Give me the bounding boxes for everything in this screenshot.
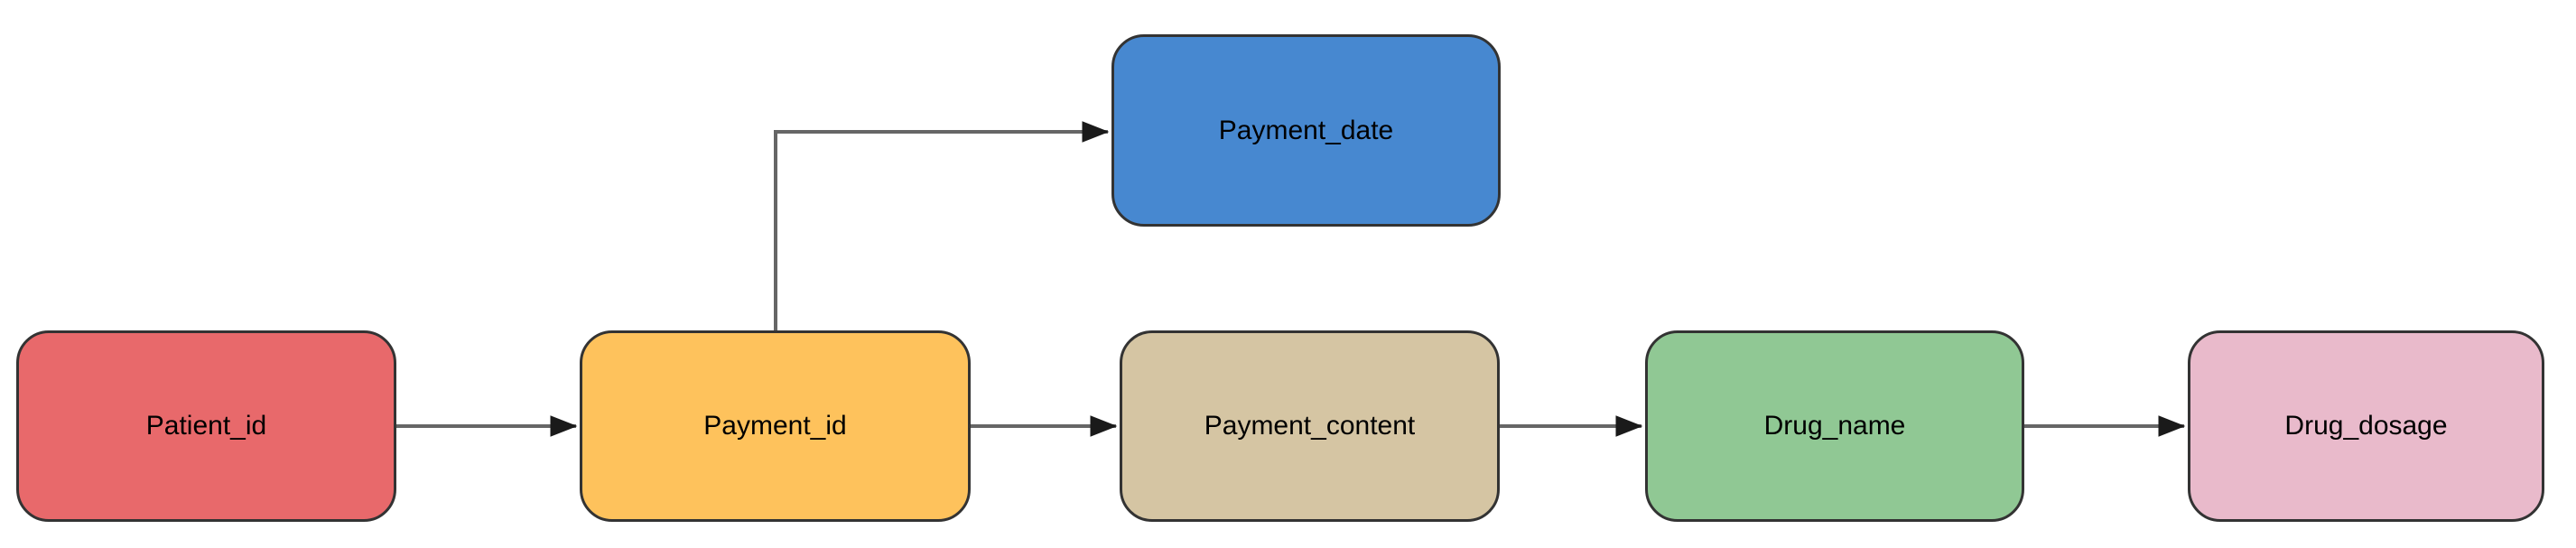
node-payment-id: Payment_id bbox=[580, 330, 971, 522]
node-patient-id: Patient_id bbox=[16, 330, 396, 522]
node-payment-content: Payment_content bbox=[1120, 330, 1500, 522]
node-drug-name: Drug_name bbox=[1645, 330, 2024, 522]
node-payment-id-label: Payment_id bbox=[703, 411, 847, 441]
edge-payment-id-to-payment-date-arrow bbox=[774, 121, 1110, 330]
node-payment-date: Payment_date bbox=[1111, 34, 1501, 227]
node-drug-name-label: Drug_name bbox=[1763, 411, 1906, 441]
node-payment-content-label: Payment_content bbox=[1204, 411, 1416, 441]
node-patient-id-label: Patient_id bbox=[145, 411, 267, 441]
node-drug-dosage: Drug_dosage bbox=[2188, 330, 2544, 522]
node-payment-date-label: Payment_date bbox=[1218, 115, 1394, 145]
node-drug-dosage-label: Drug_dosage bbox=[2284, 411, 2448, 441]
